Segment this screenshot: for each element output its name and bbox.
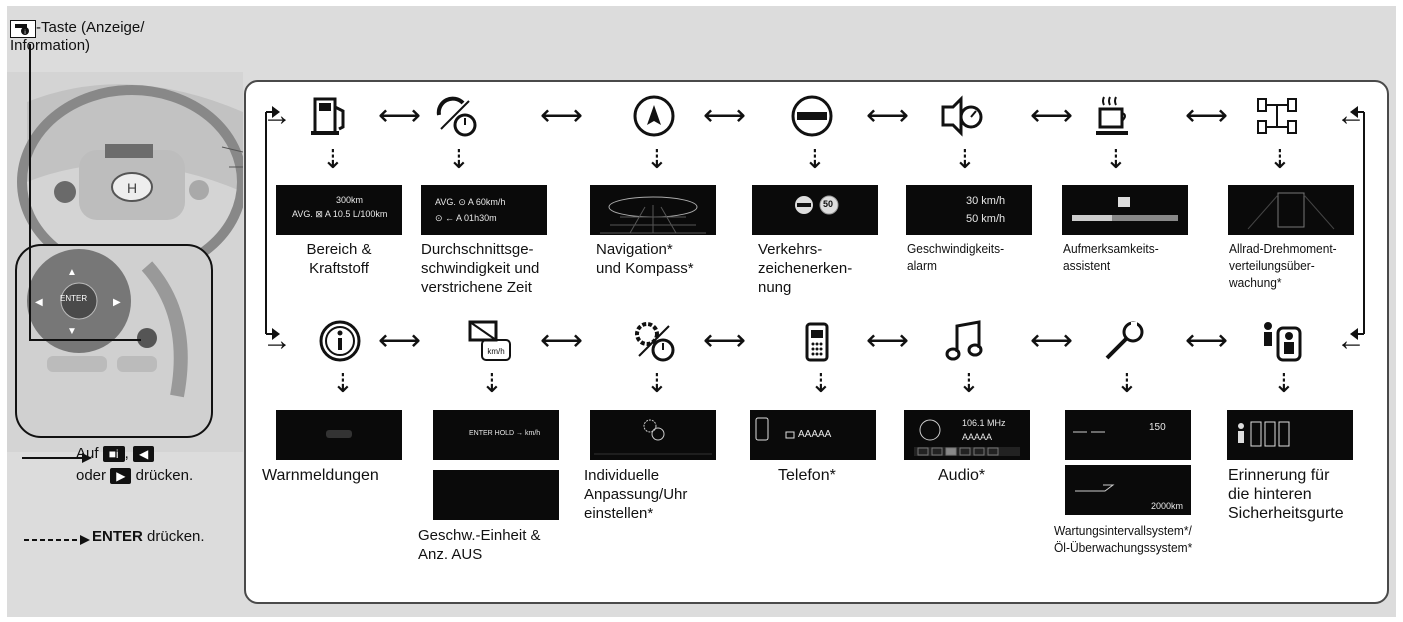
left-key-icon: ◀ xyxy=(132,446,155,463)
bidirectional-arrow-icon: ⟷ xyxy=(378,324,422,357)
dashed-down-arrow-icon: ⇣ xyxy=(1116,368,1138,398)
display-info-button-icon: i xyxy=(10,20,36,38)
screen-speed-unit: ENTER HOLD → km/h xyxy=(433,410,559,460)
legend-solid-text-line2: oder ▶ drücken. xyxy=(76,467,194,485)
dashed-down-arrow-icon: ⇣ xyxy=(1273,368,1295,398)
loop-bracket-right xyxy=(1350,98,1378,348)
loop-bracket-left xyxy=(252,98,280,348)
screen-customization xyxy=(590,410,716,460)
label-maintenance: Wartungsintervallsystem*/Öl-Überwachungs… xyxy=(1054,523,1193,555)
bidirectional-arrow-icon: ⟷ xyxy=(703,324,747,357)
svg-text:H: H xyxy=(127,180,137,196)
screen-attention-assist xyxy=(1062,185,1188,235)
display-info-key-icon: ■i xyxy=(102,446,125,463)
label-attention-assist: Aufmerksamkeits-assistent xyxy=(1063,241,1159,273)
bidirectional-arrow-icon: ⟷ xyxy=(1030,324,1074,357)
svg-text:i: i xyxy=(24,30,25,36)
screen-maintenance: 150 xyxy=(1065,410,1191,460)
legend-dashed-arrow-icon xyxy=(22,533,92,545)
dpad-inset: ▲ ▼ ◀ ▶ xyxy=(15,244,213,438)
dashed-down-arrow-icon: ⇣ xyxy=(810,368,832,398)
right-arrow-icon: → xyxy=(262,99,292,132)
coffee-cup-icon xyxy=(1090,93,1136,139)
label-traffic-sign: Verkehrs-zeichenerken-nung xyxy=(758,241,853,296)
screen-rear-seatbelt xyxy=(1227,410,1353,460)
dashed-down-arrow-icon: ⇣ xyxy=(646,144,668,174)
dashed-down-arrow-icon: ⇣ xyxy=(332,368,354,398)
screen-range-fuel: 300km AVG. ⊠ A 10.5 L/100km xyxy=(276,185,402,235)
screen-oil-life: 2000km xyxy=(1065,465,1191,515)
bidirectional-arrow-icon: ⟷ xyxy=(866,99,910,132)
dpad-enter-label: ENTER xyxy=(60,294,88,303)
awd-torque-icon xyxy=(1254,93,1300,139)
dashed-down-arrow-icon: ⇣ xyxy=(954,144,976,174)
svg-text:▼: ▼ xyxy=(67,326,77,337)
svg-text:km/h: km/h xyxy=(487,347,504,356)
right-arrow-icon: → xyxy=(262,324,292,357)
label-phone: Telefon* xyxy=(778,467,836,484)
label-speed-unit: Geschw.-Einheit &Anz. AUS xyxy=(418,527,541,563)
dashed-down-arrow-icon: ⇣ xyxy=(804,144,826,174)
traffic-sign-icon xyxy=(789,93,835,139)
bidirectional-arrow-icon: ⟷ xyxy=(866,324,910,357)
svg-text:▶: ▶ xyxy=(113,297,121,308)
wrench-icon xyxy=(1101,318,1147,364)
dashed-down-arrow-icon: ⇣ xyxy=(646,368,668,398)
label-speed-alarm: Geschwindigkeits-alarm xyxy=(907,241,1005,273)
bidirectional-arrow-icon: ⟷ xyxy=(1185,99,1229,132)
bidirectional-arrow-icon: ⟷ xyxy=(540,99,584,132)
bidirectional-arrow-icon: ⟷ xyxy=(1185,324,1229,357)
screen-audio: 106.1 MHz AAAAA xyxy=(904,410,1030,460)
screen-navigation-compass xyxy=(590,185,716,235)
dashed-down-arrow-icon: ⇣ xyxy=(958,368,980,398)
bidirectional-arrow-icon: ⟷ xyxy=(540,324,584,357)
legend-solid-arrow-icon xyxy=(20,451,94,463)
dashed-down-arrow-icon: ⇣ xyxy=(1269,144,1291,174)
music-note-icon xyxy=(943,318,989,364)
phone-icon xyxy=(795,318,841,364)
settings-clock-icon xyxy=(631,318,677,364)
bidirectional-arrow-icon: ⟷ xyxy=(378,99,422,132)
screen-speed-alarm: 30 km/h 50 km/h xyxy=(906,185,1032,235)
bidirectional-arrow-icon: ⟷ xyxy=(1030,99,1074,132)
screen-average-speed: AVG. ⊙ A 60km/h ⊙ ← A 01h30m xyxy=(421,185,547,235)
left-arrow-icon: ← xyxy=(1336,99,1366,132)
dashed-down-arrow-icon: ⇣ xyxy=(481,368,503,398)
screen-awd-torque xyxy=(1228,185,1354,235)
dashed-down-arrow-icon: ⇣ xyxy=(448,144,470,174)
compass-icon xyxy=(631,93,677,139)
average-speed-icon xyxy=(433,93,479,139)
svg-text:▲: ▲ xyxy=(67,267,77,278)
screen-traffic-sign: 50 xyxy=(752,185,878,235)
label-range-fuel: Bereich &Kraftstoff xyxy=(306,241,372,277)
dashed-down-arrow-icon: ⇣ xyxy=(1105,144,1127,174)
callout-leader-line xyxy=(29,44,31,340)
callout-leader-line-h xyxy=(29,339,141,341)
callout-label-line1: -Taste (Anzeige/ xyxy=(36,19,145,36)
label-warnings: Warnmeldungen xyxy=(262,467,379,484)
speed-unit-icon: km/h xyxy=(466,318,512,364)
screen-display-off xyxy=(433,470,559,520)
label-navigation-compass: Navigation*und Kompass* xyxy=(596,241,694,277)
legend-dashed-text: ENTER drücken. xyxy=(92,528,205,545)
callout-label-line2: Information) xyxy=(10,37,91,54)
dashed-down-arrow-icon: ⇣ xyxy=(322,144,344,174)
left-arrow-icon: ← xyxy=(1336,324,1366,357)
speed-alarm-icon xyxy=(939,93,985,139)
label-audio: Audio* xyxy=(938,467,986,484)
screen-phone: AAAAA xyxy=(750,410,876,460)
rear-seatbelt-icon xyxy=(1258,318,1304,364)
fuel-pump-icon xyxy=(307,93,353,139)
right-key-icon: ▶ xyxy=(110,468,132,485)
screen-warnings xyxy=(276,410,402,460)
svg-text:◀: ◀ xyxy=(35,297,43,308)
legend-solid-text: Auf ■i, ◀ xyxy=(76,444,155,463)
bidirectional-arrow-icon: ⟷ xyxy=(703,99,747,132)
label-awd-torque: Allrad-Drehmoment-verteilungsüber-wachun… xyxy=(1229,241,1337,290)
info-icon xyxy=(317,318,363,364)
